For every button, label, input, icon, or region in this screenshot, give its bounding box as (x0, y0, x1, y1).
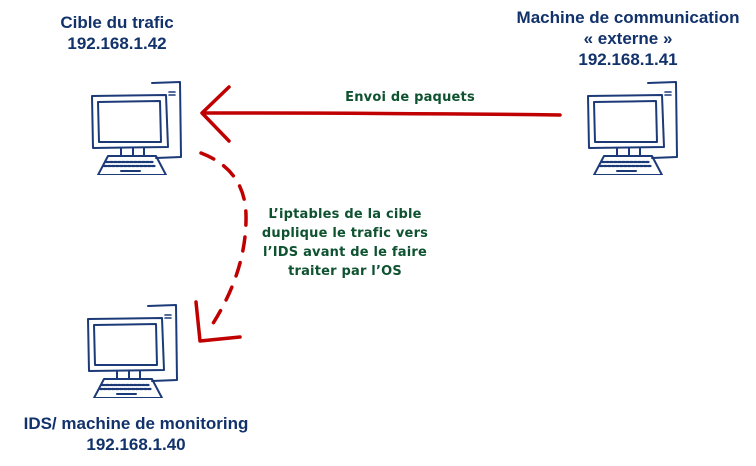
target-node-name: Cible du trafic (60, 13, 174, 32)
duplicate-arrowhead (194, 300, 242, 343)
duplicate-arrow-shaft (199, 151, 248, 327)
ids-node-ip: 192.168.1.40 (86, 435, 186, 454)
duplicate-note-line-2: duplique le trafic vers (261, 226, 429, 241)
send-packets-arrowhead (200, 85, 231, 143)
duplicate-traffic-arrow (194, 151, 248, 343)
duplicate-note-line-1: L’iptables de la cible (268, 207, 422, 222)
external-computer-icon (587, 81, 678, 175)
external-node-ip: 192.168.1.41 (578, 50, 678, 69)
external-node-label: Machine de communication « externe » 192… (500, 7, 756, 70)
duplicate-traffic-note: L’iptables de la cible duplique le trafi… (250, 205, 440, 281)
send-packets-arrow (200, 85, 562, 143)
target-computer-icon (91, 81, 182, 175)
external-node-qualifier: « externe » (583, 29, 673, 48)
external-node-name: Machine de communication (516, 8, 740, 27)
ids-node-name: IDS/ machine de monitoring (23, 414, 249, 433)
target-node-label: Cible du trafic 192.168.1.42 (42, 12, 192, 54)
duplicate-note-line-3: l’IDS avant de le faire (262, 245, 428, 260)
ids-node-label: IDS/ machine de monitoring 192.168.1.40 (0, 413, 272, 455)
ids-computer-icon (87, 304, 178, 398)
target-node-ip: 192.168.1.42 (67, 34, 167, 53)
duplicate-note-line-4: traiter par l’OS (288, 264, 402, 279)
send-packets-label: Envoi de paquets (345, 90, 475, 105)
send-packets-arrow-shaft (201, 111, 562, 117)
